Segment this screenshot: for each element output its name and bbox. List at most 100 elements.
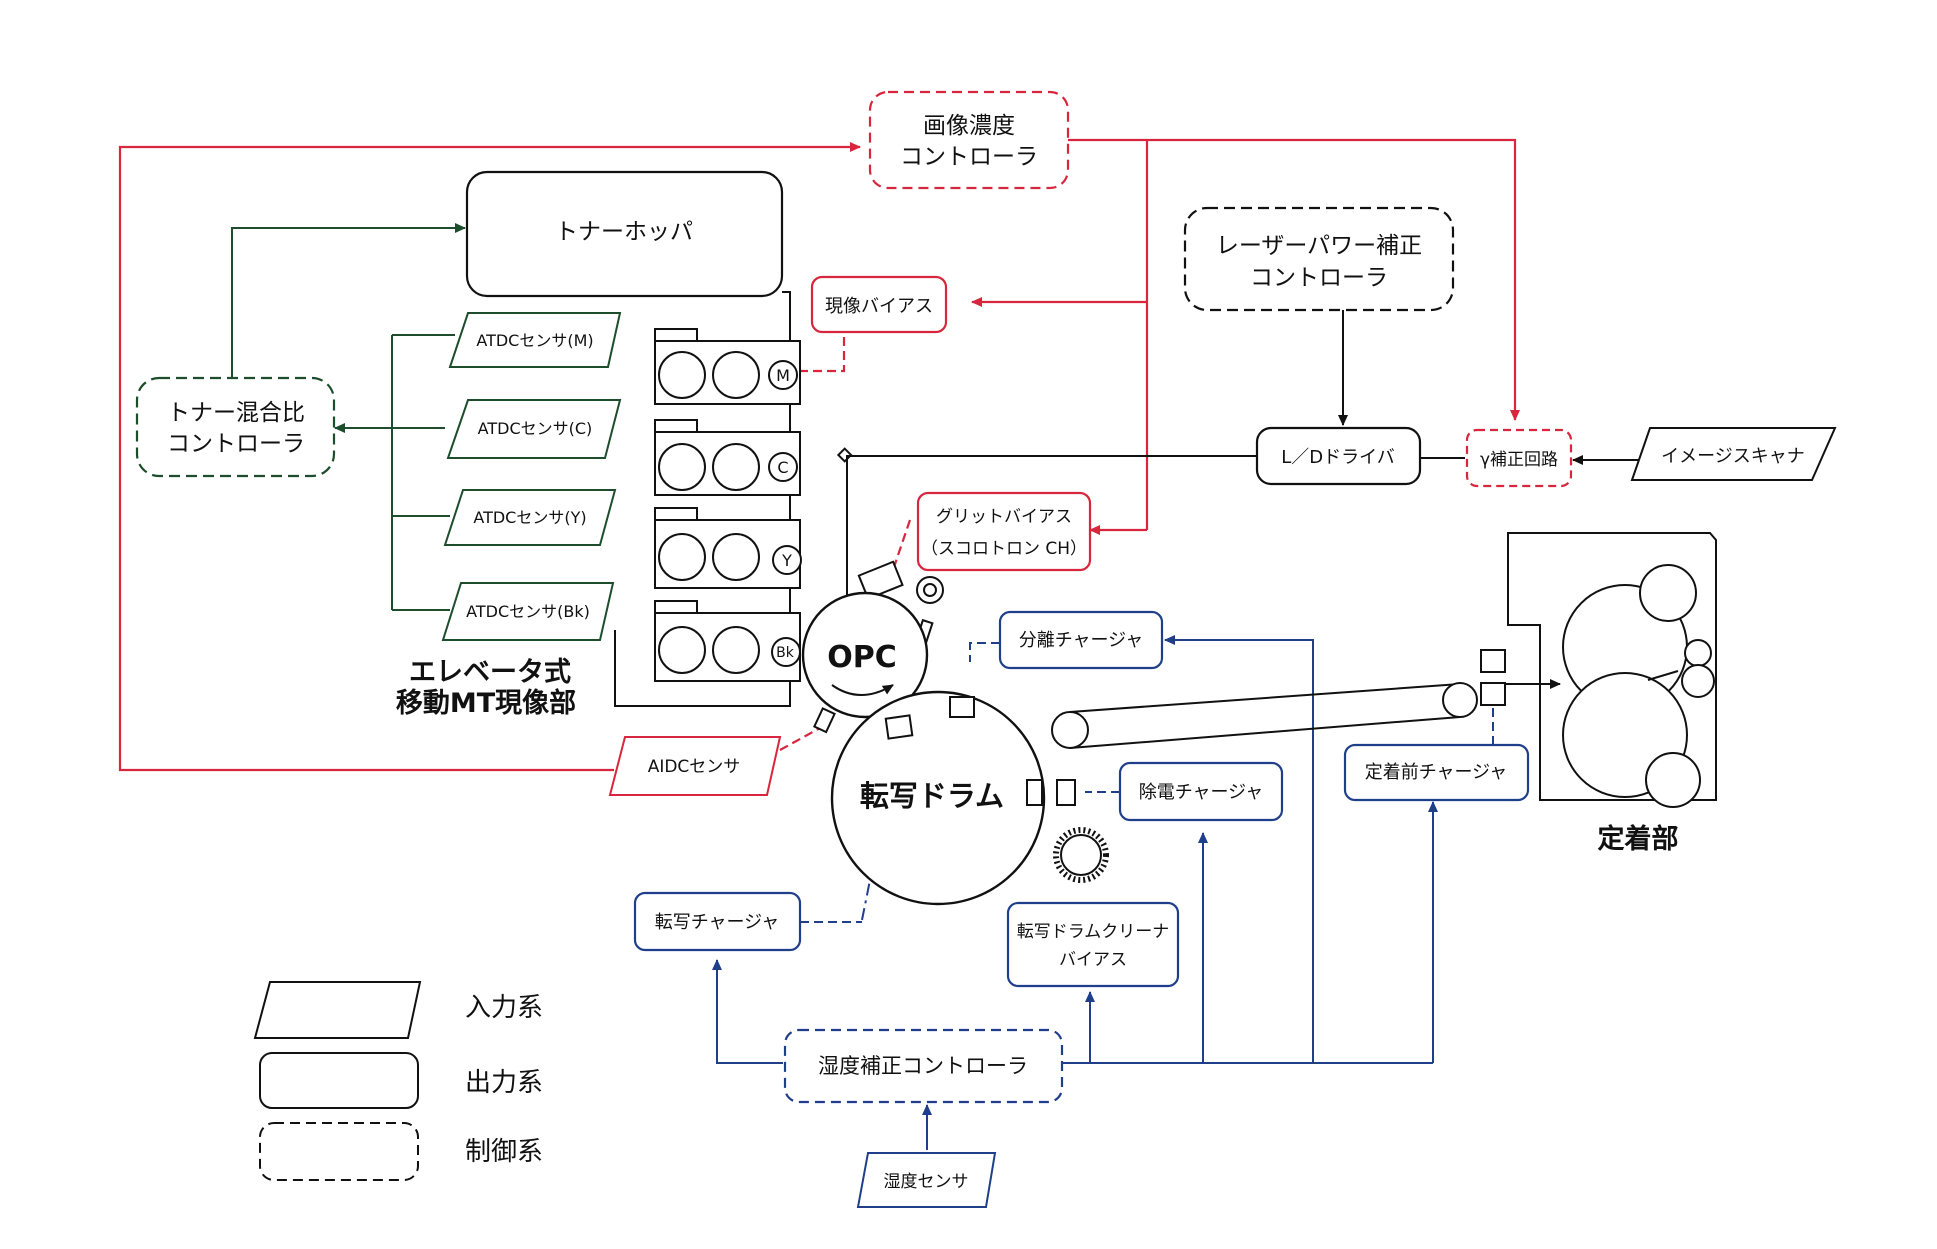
drum-cleaner-bias-label-2: バイアス xyxy=(1059,950,1127,970)
laser-power-controller-box[interactable] xyxy=(1183,206,1455,312)
atdc-sensor-y-label: ATDCセンサ(Y) xyxy=(473,508,586,527)
image-density-controller-label-2: コントローラ xyxy=(900,144,1038,170)
green-connections xyxy=(231,223,466,611)
fixing-unit xyxy=(1480,532,1717,808)
humidity-controller-label: 湿度補正コントローラ xyxy=(818,1054,1028,1078)
atdc-sensor-y[interactable]: ATDCセンサ(Y) xyxy=(443,489,617,546)
prefix-charger-head xyxy=(1480,649,1506,673)
atdc-sensor-c[interactable]: ATDCセンサ(C) xyxy=(446,399,622,459)
humid-to-sep-line xyxy=(1164,635,1314,1063)
atdc-sensor-m-shape xyxy=(448,312,622,368)
discharge-charger-label: 除電チャージャ xyxy=(1139,782,1264,803)
dev-unit-m-badge xyxy=(768,360,798,390)
aidc-to-opc-line xyxy=(779,727,821,751)
legend-input-shape xyxy=(253,981,422,1039)
opc-roller-inner xyxy=(923,583,937,597)
humid-to-transfer-line xyxy=(712,959,783,1064)
legend: 入力系 出力系 制御系 xyxy=(253,981,543,1181)
prefix-charger-label: 定着前チャージャ xyxy=(1365,762,1508,783)
transfer-charger-label: 転写チャージャ xyxy=(655,912,780,933)
humidity-sensor-label: 湿度センサ xyxy=(884,1172,969,1192)
opc-rotation-arrow xyxy=(831,684,894,696)
discharge-charger-box[interactable] xyxy=(1118,761,1284,822)
gamma-circuit-box[interactable] xyxy=(1465,428,1573,488)
toner-mix-controller-box[interactable] xyxy=(135,376,336,478)
legend-output-shape xyxy=(259,1052,419,1109)
dev-unit-c-roller-1 xyxy=(658,443,706,491)
grid-bias-box[interactable] xyxy=(916,491,1092,572)
image-density-controller-label-1: 画像濃度 xyxy=(923,113,1015,139)
unit-title-2: 移動MT現像部 xyxy=(396,687,576,719)
image-scanner-shape[interactable] xyxy=(1630,427,1837,481)
dev-unit-bk-roller-1 xyxy=(658,626,706,674)
ld-driver-label: L／Dドライバ xyxy=(1281,447,1395,468)
fixing-unit-label: 定着部 xyxy=(1598,823,1679,855)
atdc-sensor-bk[interactable]: ATDCセンサ(Bk) xyxy=(441,582,615,641)
developer-frame xyxy=(614,291,791,707)
ld-to-laser-head-line xyxy=(846,455,1257,595)
density-to-gamma-line xyxy=(1067,138,1520,421)
transfer-drum-charger-2 xyxy=(949,696,975,718)
humidity-sensor-shape[interactable] xyxy=(856,1152,997,1208)
discharge-head-2 xyxy=(1056,779,1076,806)
aidc-sensor-head xyxy=(813,707,836,734)
humidity-controller-box[interactable] xyxy=(783,1028,1064,1104)
opc-charger xyxy=(857,560,904,601)
toner-hopper-box[interactable] xyxy=(465,170,784,298)
dev-unit-bk: Bk xyxy=(654,600,801,682)
red-connections xyxy=(118,138,1520,772)
laser-power-controller-label-2: コントローラ xyxy=(1250,265,1388,291)
dev-unit-m-roller-1 xyxy=(658,351,706,399)
drum-cleaner-bias-label-1: 転写ドラムクリーナ xyxy=(1017,922,1170,942)
atdc-sensor-m[interactable]: ATDCセンサ(M) xyxy=(448,312,622,368)
aidc-sensor-label: AIDCセンサ xyxy=(648,757,741,777)
atdc-sensor-bk-shape xyxy=(441,582,615,641)
conveyor-belt xyxy=(1051,682,1478,749)
discharge-head-1 xyxy=(1026,779,1043,806)
unit-title-1: エレベータ式 xyxy=(409,657,571,688)
transfer-drum-label: 転写ドラム xyxy=(860,779,1004,813)
dev-unit-m-letter: M xyxy=(776,366,790,385)
dev-unit-bk-badge xyxy=(771,637,801,667)
dev-unit-y-badge xyxy=(772,545,802,575)
sep-to-charger-line xyxy=(969,642,1000,662)
dev-unit-c: C xyxy=(654,419,801,496)
mix-to-hopper-line xyxy=(231,223,466,378)
transfer-drum[interactable] xyxy=(830,690,1046,906)
atdc-sensor-y-shape xyxy=(443,489,617,546)
grid-bias-label-2: （スコロトロン CH） xyxy=(921,539,1087,559)
image-density-controller-box[interactable] xyxy=(868,90,1070,190)
dev-bias-box[interactable] xyxy=(810,275,948,334)
dev-unit-y-letter: Y xyxy=(781,551,792,570)
transfer-drum-inner-line xyxy=(861,744,898,921)
dev-bias-label: 現像バイアス xyxy=(825,296,933,317)
dev-unit-c-letter: C xyxy=(777,458,788,477)
atdc-sensor-c-label: ATDCセンサ(C) xyxy=(478,419,593,438)
laser-power-controller-label-1: レーザーパワー補正 xyxy=(1216,233,1422,259)
atdc-sensor-c-shape xyxy=(446,399,622,459)
atdc-sensor-bk-label: ATDCセンサ(Bk) xyxy=(466,602,590,621)
dev-unit-bk-letter: Bk xyxy=(776,645,795,661)
aidc-sensor-shape[interactable] xyxy=(608,736,782,796)
toner-mix-controller-label-2: コントローラ xyxy=(167,431,305,457)
dev-unit-c-badge xyxy=(768,452,798,482)
image-scanner-label: イメージスキャナ xyxy=(1661,446,1805,467)
devbias-to-dev-m-line xyxy=(800,337,846,373)
dev-unit-bk-roller-2 xyxy=(712,626,760,674)
drum-cleaner-bias-box[interactable] xyxy=(1006,901,1180,988)
grid-bias-label-1: グリットバイアス xyxy=(936,507,1072,527)
cleaner-brush-icon xyxy=(1053,827,1109,883)
legend-input-label: 入力系 xyxy=(465,993,543,1023)
aidc-to-density-line xyxy=(118,142,861,772)
gamma-circuit-label: γ補正回路 xyxy=(1480,450,1558,470)
prefix-charger-box[interactable] xyxy=(1343,743,1530,802)
sep-charger-box[interactable] xyxy=(998,610,1164,670)
ld-driver-box[interactable] xyxy=(1255,426,1422,486)
prefix-charger-head-2 xyxy=(1480,682,1506,706)
dev-unit-m-roller-2 xyxy=(712,351,760,399)
blue-connections xyxy=(712,635,1494,1150)
transfer-drum-charger-1 xyxy=(884,714,914,740)
transfer-charger-box[interactable] xyxy=(633,891,802,952)
legend-control-shape xyxy=(259,1122,419,1181)
